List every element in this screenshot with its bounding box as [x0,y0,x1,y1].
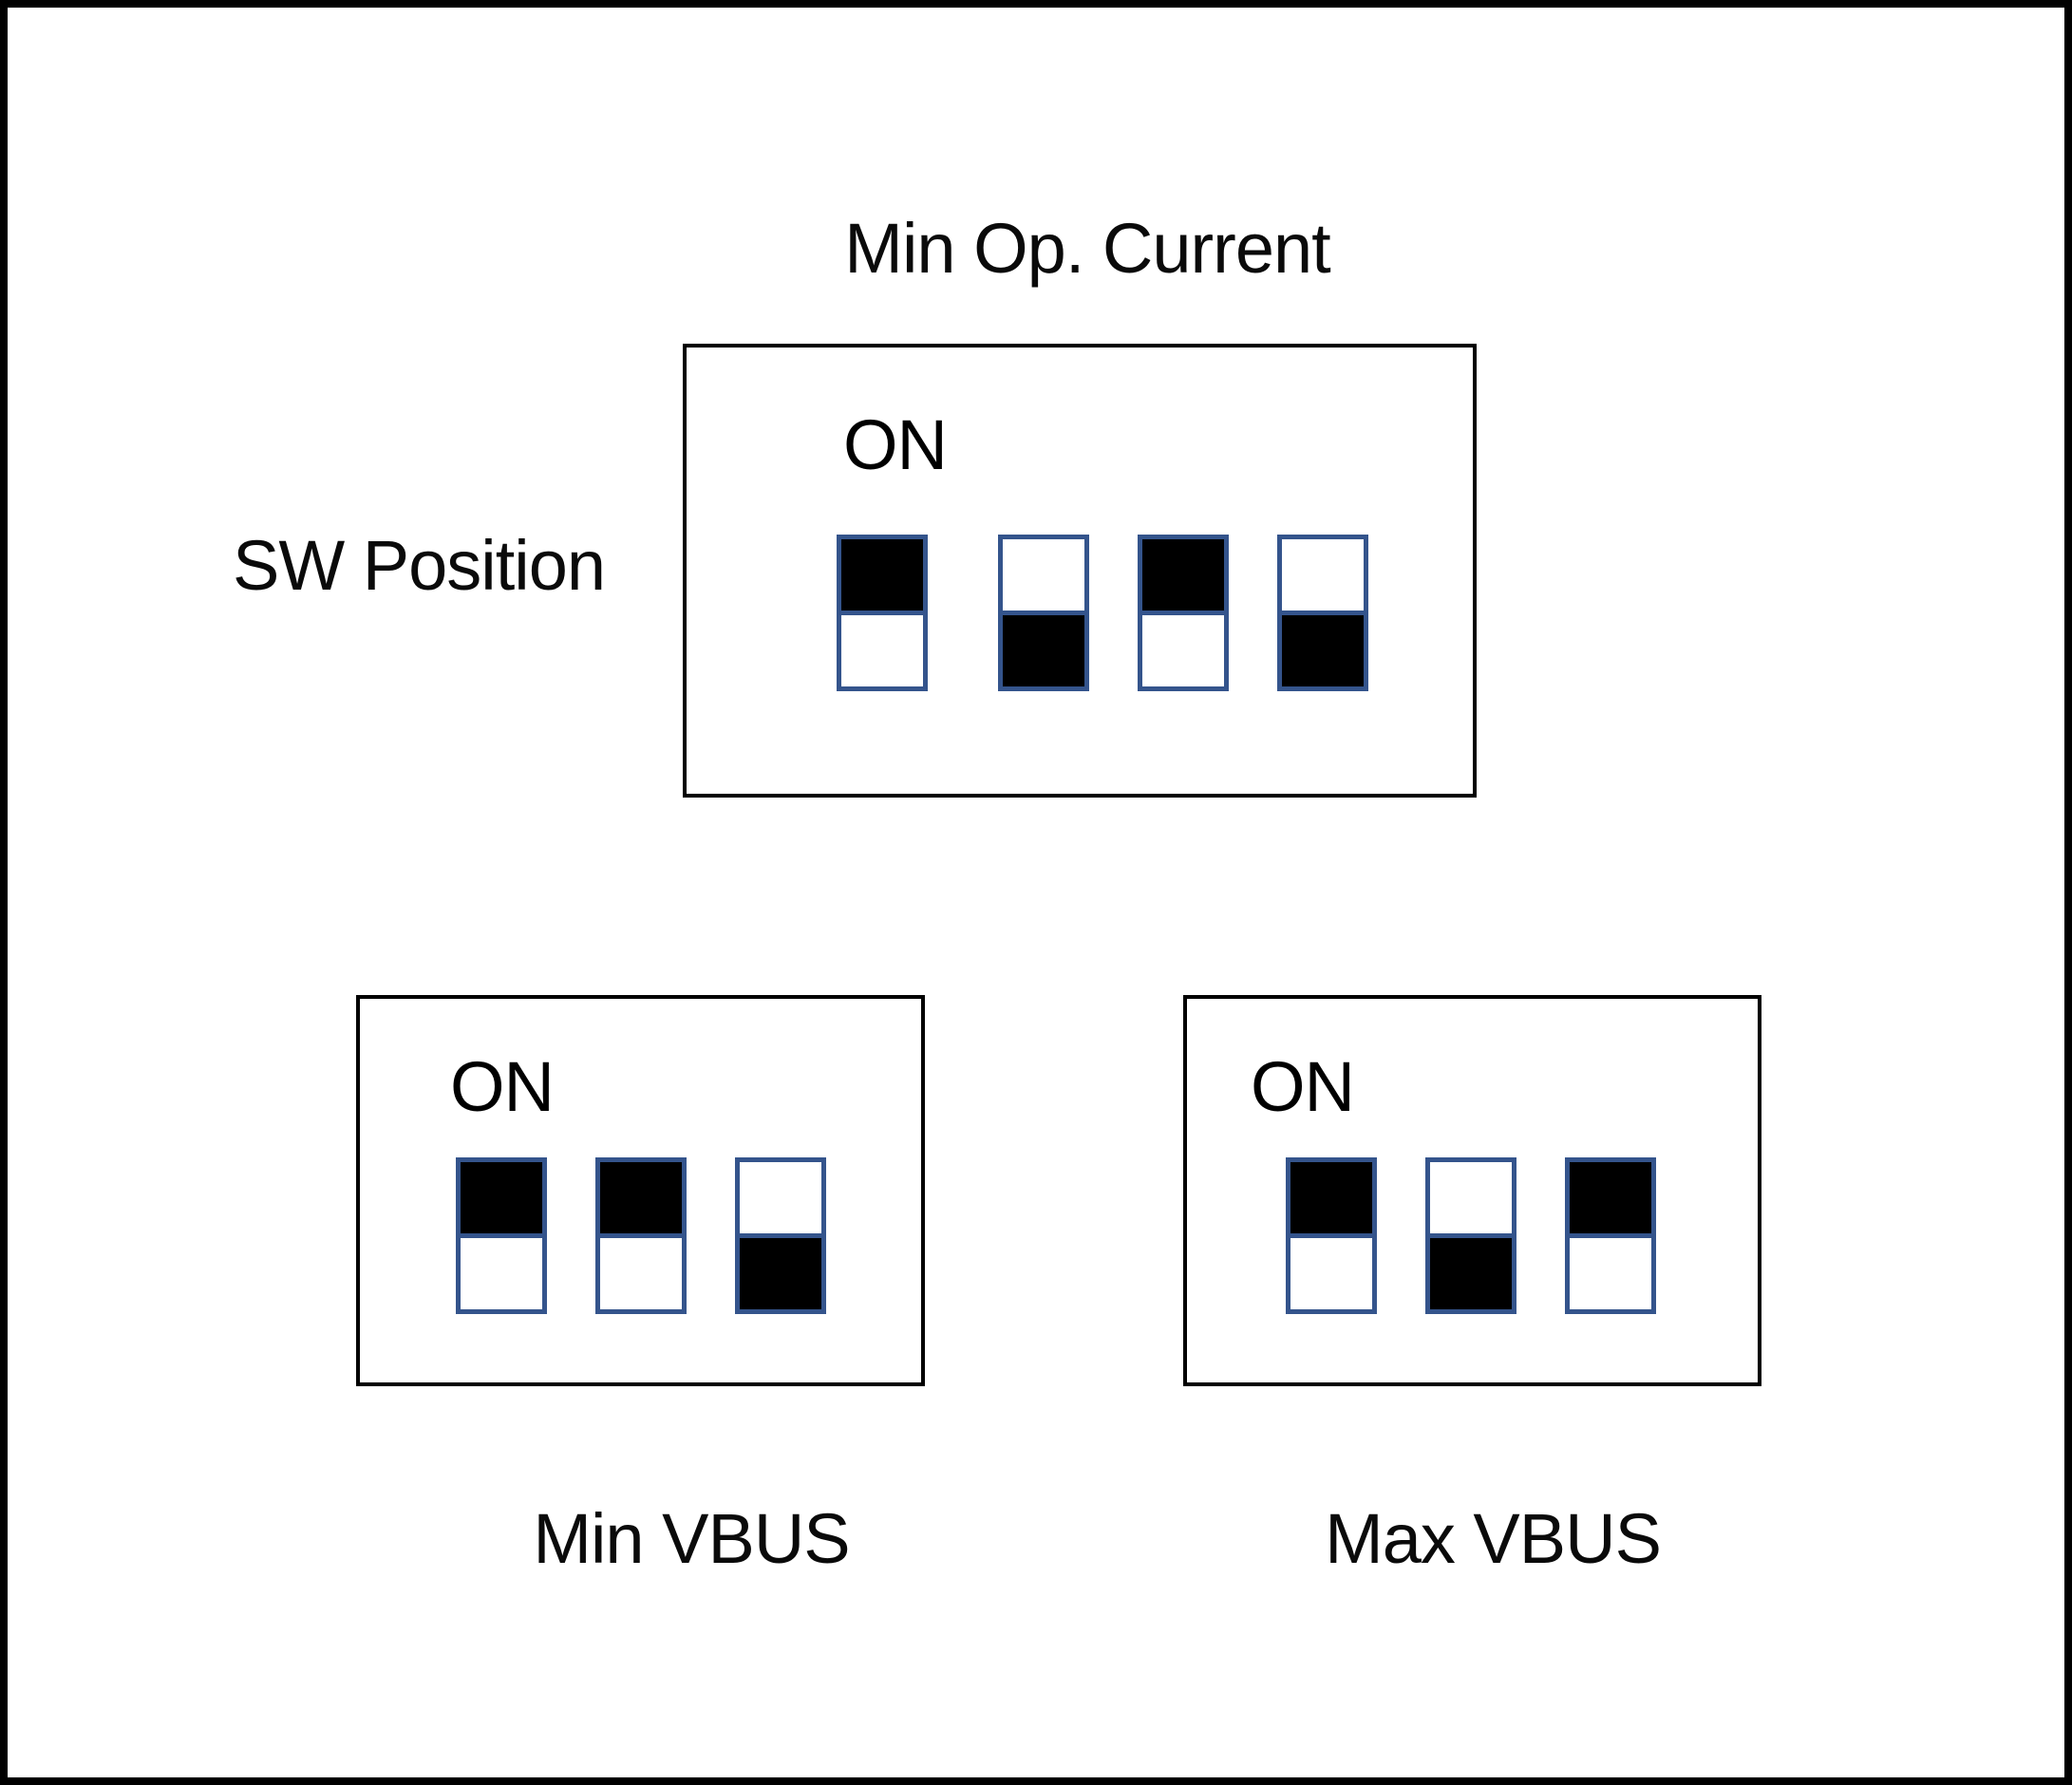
switch-cell-on-position [1277,535,1368,615]
switch-cell-on-position [456,1157,547,1238]
dip-switch-3-up [1138,535,1229,691]
on-label: ON [1251,1047,1355,1126]
dip-switch-1-up [456,1157,547,1314]
dip-switch-2-down [1425,1157,1516,1314]
switch-row-max-vbus [1286,1157,1656,1314]
on-label: ON [450,1047,555,1126]
switch-row-min-vbus [456,1157,826,1314]
switch-cell-on-position [1425,1157,1516,1238]
dip-switch-3-up [1565,1157,1656,1314]
switch-box-min-vbus: ON [356,995,925,1386]
switch-cell-on-position [1565,1157,1656,1238]
caption-min-vbus: Min VBUS [533,1499,850,1578]
figure-title: Min Op. Current [844,209,1330,288]
on-label: ON [843,405,948,484]
sw-position-label: SW Position [232,526,606,605]
switch-box-min-op-current: ON [683,344,1477,798]
switch-cell-off-position [595,1233,687,1314]
dip-switch-1-up [837,535,928,691]
switch-box-max-vbus: ON [1183,995,1761,1386]
switch-cell-on-position [595,1157,687,1238]
switch-cell-on-position [998,535,1089,615]
switch-cell-off-position [1286,1233,1377,1314]
switch-row-min-op-current [837,535,1368,691]
caption-max-vbus: Max VBUS [1325,1499,1662,1578]
dip-switch-2-up [595,1157,687,1314]
switch-cell-off-position [456,1233,547,1314]
switch-cell-off-position [998,611,1089,691]
switch-cell-off-position [837,611,928,691]
switch-cell-off-position [735,1233,826,1314]
switch-cell-on-position [837,535,928,615]
switch-cell-off-position [1138,611,1229,691]
dip-switch-4-down [1277,535,1368,691]
switch-cell-off-position [1277,611,1368,691]
switch-cell-off-position [1425,1233,1516,1314]
switch-cell-on-position [1138,535,1229,615]
dip-switch-1-up [1286,1157,1377,1314]
dip-switch-2-down [998,535,1089,691]
dip-switch-3-down [735,1157,826,1314]
switch-cell-on-position [735,1157,826,1238]
switch-cell-on-position [1286,1157,1377,1238]
switch-cell-off-position [1565,1233,1656,1314]
